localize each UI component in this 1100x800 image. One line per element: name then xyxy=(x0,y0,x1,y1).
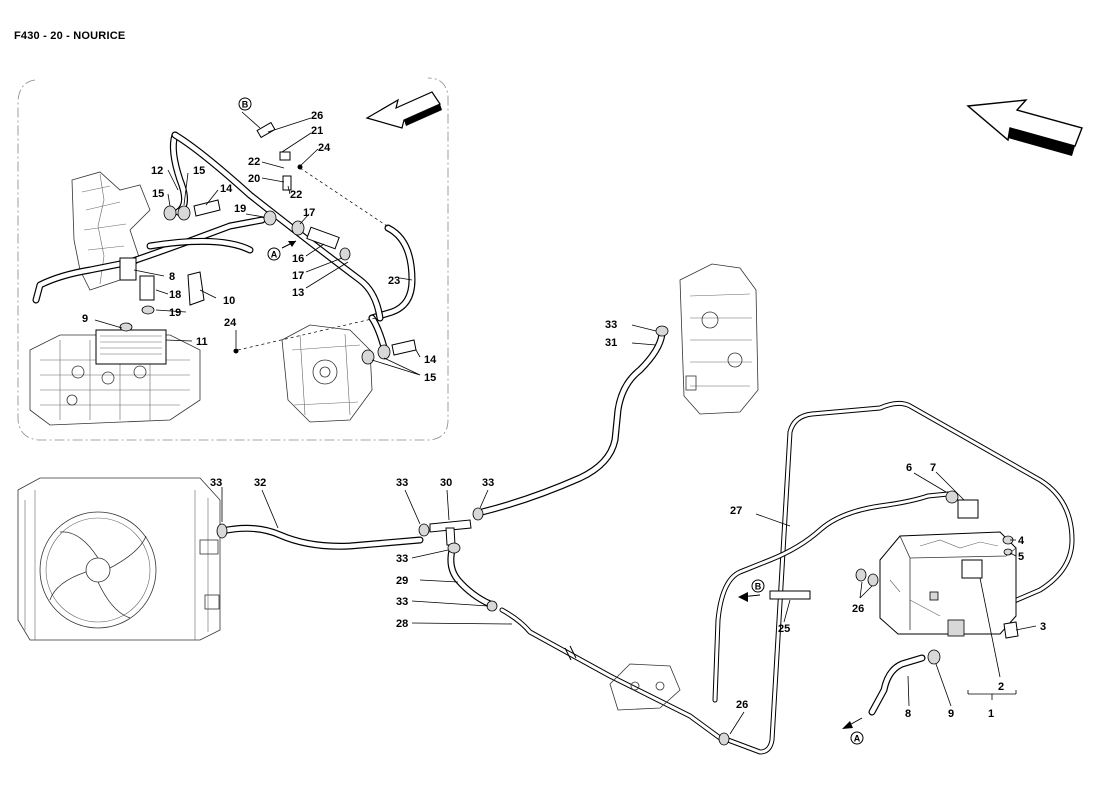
inset-fittings xyxy=(95,121,417,365)
gearbox-sketch xyxy=(281,324,373,423)
callout-26-c: 26 xyxy=(736,699,748,711)
callout-27: 27 xyxy=(730,505,742,517)
callout-labels: 26 21 24 22 20 22 12 15 15 14 19 17 16 1… xyxy=(82,110,1046,720)
callout-33-e: 33 xyxy=(396,553,408,565)
detail-inset-frame xyxy=(17,77,449,441)
flag-b-top: B xyxy=(238,97,261,129)
callout-10: 10 xyxy=(223,295,235,307)
callout-33-a: 33 xyxy=(605,319,617,331)
callout-32: 32 xyxy=(254,477,266,489)
callout-11: 11 xyxy=(196,336,208,348)
callout-30: 30 xyxy=(440,477,452,489)
callout-5: 5 xyxy=(1018,551,1024,563)
inset-hose-13 xyxy=(171,131,384,322)
svg-text:B: B xyxy=(755,582,762,592)
hose-31 xyxy=(478,330,666,516)
callout-13: 13 xyxy=(292,287,304,299)
callout-3: 3 xyxy=(1040,621,1046,633)
callout-15-a: 15 xyxy=(193,165,205,177)
expansion-tank xyxy=(879,499,1017,637)
callout-15-b: 15 xyxy=(152,188,164,200)
callout-20: 20 xyxy=(248,173,260,185)
callout-19-b: 19 xyxy=(169,307,181,319)
callout-8: 8 xyxy=(169,271,175,283)
pipe-25 xyxy=(738,590,811,602)
gearbox-main-sketch xyxy=(679,263,759,415)
callout-6: 6 xyxy=(906,462,912,474)
callout-16: 16 xyxy=(292,253,304,265)
direction-arrow-left xyxy=(365,91,442,129)
callout-1: 1 xyxy=(988,708,994,720)
callout-22-b: 22 xyxy=(290,189,302,201)
callout-29: 29 xyxy=(396,575,408,587)
callout-33-d: 33 xyxy=(482,477,494,489)
callout-8-b: 8 xyxy=(905,708,911,720)
callout-33-f: 33 xyxy=(396,596,408,608)
callout-15-c: 15 xyxy=(424,372,436,384)
callout-33-c: 33 xyxy=(396,477,408,489)
callout-9-b: 9 xyxy=(948,708,954,720)
hose-32 xyxy=(218,524,424,550)
callout-26-b: 26 xyxy=(852,603,864,615)
callout-18: 18 xyxy=(169,289,181,301)
svg-text:A: A xyxy=(854,734,861,744)
callout-2: 2 xyxy=(998,681,1004,693)
bracket-sketch xyxy=(609,663,681,711)
callout-21-a: 21 xyxy=(311,125,323,137)
callout-14-b: 14 xyxy=(424,354,437,366)
callout-9-a: 9 xyxy=(82,313,88,325)
callout-26-a: 26 xyxy=(311,110,323,122)
flag-a-inset: A xyxy=(267,240,297,261)
callout-23: 23 xyxy=(388,275,400,287)
callout-4: 4 xyxy=(1018,535,1025,547)
inset-hose-23 xyxy=(368,224,416,359)
page-title: F430 - 20 - NOURICE xyxy=(14,30,126,42)
hose-27 xyxy=(725,400,1075,755)
callout-12: 12 xyxy=(151,165,163,177)
hose-29 xyxy=(447,546,494,608)
callout-19-a: 19 xyxy=(234,203,246,215)
callout-33-b: 33 xyxy=(210,477,222,489)
callout-25: 25 xyxy=(778,623,790,635)
svg-text:B: B xyxy=(242,100,249,110)
hose-28 xyxy=(499,607,723,741)
direction-arrow-right xyxy=(966,99,1083,156)
callout-22-a: 22 xyxy=(248,156,260,168)
callout-24-b: 24 xyxy=(224,317,237,329)
callout-24-a: 24 xyxy=(318,142,331,154)
tank-fittings xyxy=(842,490,1019,729)
flag-a-main: A xyxy=(850,731,864,745)
hose-25 xyxy=(712,491,951,703)
callout-14-a: 14 xyxy=(220,183,233,195)
svg-text:A: A xyxy=(271,250,278,260)
callout-17-a: 17 xyxy=(303,207,315,219)
inset-hose-12 xyxy=(169,131,188,216)
callout-28: 28 xyxy=(396,618,408,630)
leader-lines xyxy=(94,117,1037,735)
callout-31: 31 xyxy=(605,337,617,349)
hose-clamps xyxy=(216,325,730,746)
callout-7: 7 xyxy=(930,462,936,474)
flag-b-main: B xyxy=(751,579,765,593)
radiator-fan-sketch xyxy=(17,477,221,641)
callout-17-b: 17 xyxy=(292,270,304,282)
t-piece-30 xyxy=(429,519,472,546)
